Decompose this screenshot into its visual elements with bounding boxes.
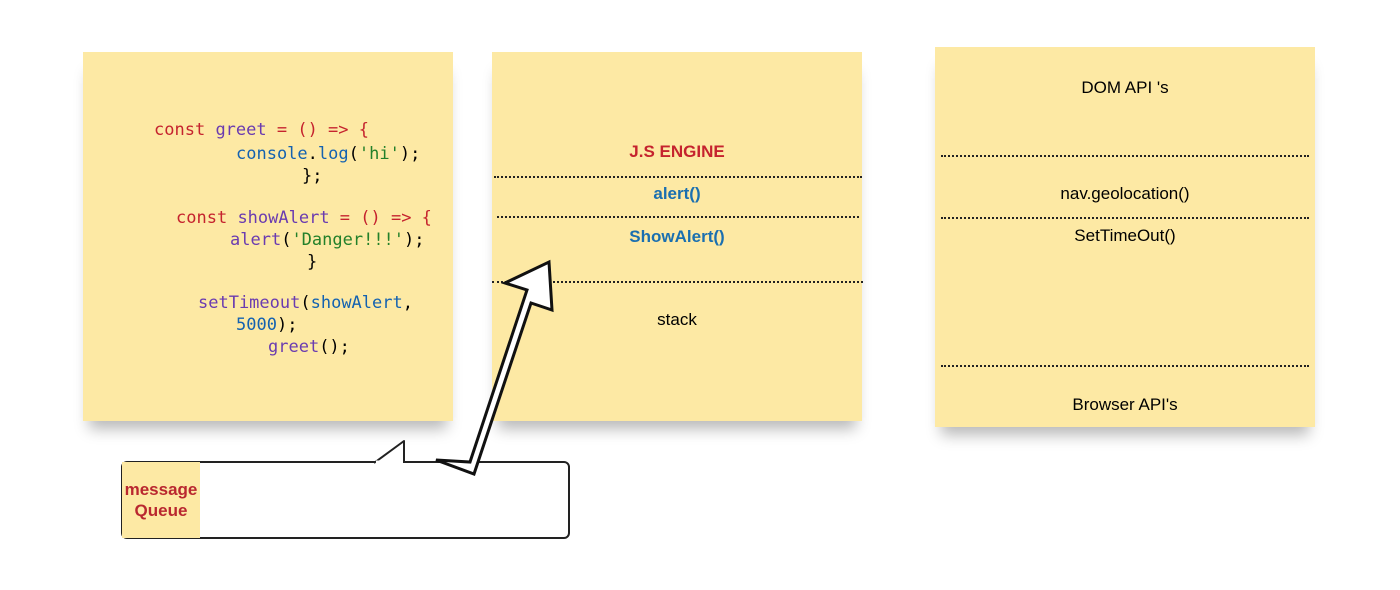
code-punct: . bbox=[307, 144, 318, 164]
stack-frame-alert: alert() bbox=[653, 184, 701, 203]
browser-apis-footer: Browser API's bbox=[1072, 395, 1178, 414]
code-punct: ); bbox=[404, 230, 425, 250]
api-divider bbox=[941, 155, 1309, 157]
code-string: 'Danger!!!' bbox=[291, 230, 405, 250]
code-line-1: const greet = () => { bbox=[154, 119, 369, 141]
code-line-7: setTimeout(showAlert, bbox=[198, 292, 413, 314]
code-line-6: } bbox=[307, 251, 317, 273]
code-sticky-note bbox=[83, 52, 453, 421]
code-punct: (); bbox=[319, 337, 350, 357]
code-punct: ( bbox=[348, 144, 359, 164]
code-punct: = () => { bbox=[266, 120, 369, 140]
stack-label: stack bbox=[657, 310, 697, 329]
code-line-9: greet(); bbox=[268, 336, 350, 358]
stack-divider bbox=[494, 176, 862, 178]
queue-label-line-2: Queue bbox=[134, 501, 188, 520]
api-divider bbox=[941, 217, 1309, 219]
code-method: log bbox=[317, 144, 349, 164]
code-function-call: alert bbox=[230, 230, 282, 250]
code-number: 5000 bbox=[236, 315, 277, 335]
code-punct: ); bbox=[276, 315, 298, 335]
code-function-call: greet bbox=[268, 337, 320, 357]
browser-api-sticky-note bbox=[935, 47, 1315, 427]
code-punct: ( bbox=[300, 293, 311, 313]
geolocation-api-label: nav.geolocation() bbox=[1060, 184, 1190, 203]
code-function-name: greet bbox=[215, 120, 267, 140]
code-punct: } bbox=[307, 252, 318, 272]
code-string: 'hi' bbox=[358, 144, 400, 164]
stack-divider bbox=[497, 216, 859, 218]
code-keyword: const bbox=[154, 120, 206, 140]
stack-frame-showalert: ShowAlert() bbox=[629, 227, 725, 246]
js-engine-sticky-note bbox=[492, 52, 862, 421]
code-line-3: }; bbox=[302, 165, 322, 187]
queue-callout-tab bbox=[373, 440, 405, 464]
code-line-8: 5000); bbox=[236, 314, 297, 336]
code-keyword: const bbox=[176, 208, 228, 228]
code-line-4: const showAlert = () => { bbox=[176, 207, 432, 229]
api-divider bbox=[941, 365, 1309, 367]
code-line-2: console.log('hi'); bbox=[236, 143, 420, 165]
code-line-5: alert('Danger!!!'); bbox=[230, 229, 425, 251]
code-object: console bbox=[236, 144, 308, 164]
code-punct: }; bbox=[302, 166, 323, 186]
message-queue-label: message Queue bbox=[122, 462, 200, 538]
code-function-call: setTimeout bbox=[198, 293, 301, 313]
code-punct: ); bbox=[399, 144, 421, 164]
queue-label-line-1: message bbox=[124, 480, 198, 499]
code-punct: ( bbox=[281, 230, 292, 250]
code-argument: showAlert bbox=[310, 293, 403, 313]
code-punct: , bbox=[402, 293, 413, 313]
js-engine-title: J.S ENGINE bbox=[629, 142, 725, 161]
settimeout-api-label: SetTimeOut() bbox=[1074, 226, 1176, 245]
dom-apis-label: DOM API 's bbox=[1081, 78, 1169, 97]
code-punct: = () => { bbox=[329, 208, 432, 228]
queue-to-stack-arrow bbox=[435, 259, 554, 476]
stack-divider bbox=[492, 281, 863, 283]
code-function-name: showAlert bbox=[237, 208, 330, 228]
